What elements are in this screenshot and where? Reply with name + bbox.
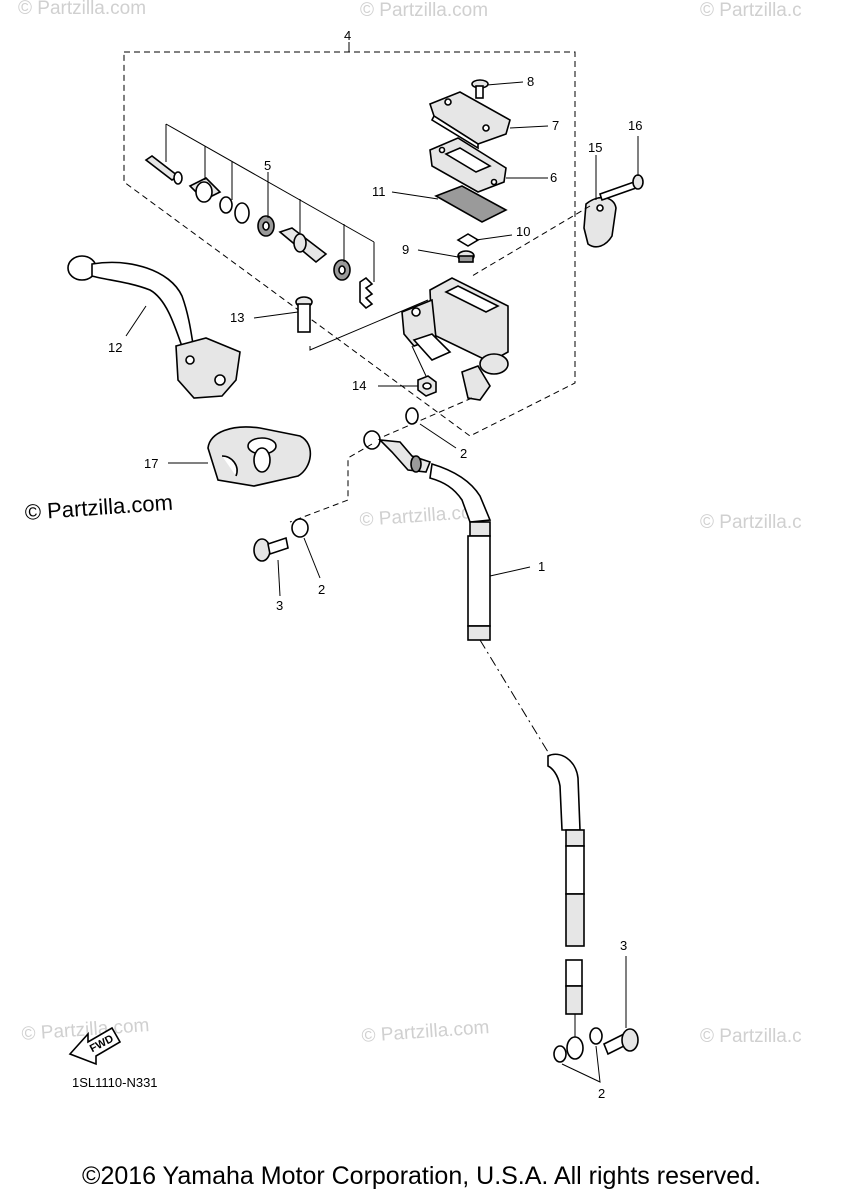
callout-10: 10	[516, 224, 530, 239]
callout-7: 7	[552, 118, 559, 133]
watermark-faint: © Partzilla.com	[361, 1017, 490, 1047]
part-piston-kit	[144, 155, 374, 310]
callout-11: 11	[372, 184, 386, 199]
callout-12: 12	[108, 340, 122, 355]
callout-5: 5	[264, 158, 271, 173]
part-lever-holder	[207, 426, 312, 487]
part-lower-union-bolt	[602, 1028, 639, 1056]
copyright-notice: ©2016 Yamaha Motor Corporation, U.S.A. A…	[82, 1162, 761, 1190]
diagram-code: 1SL1110-N331	[72, 1075, 158, 1090]
callout-3: 3	[620, 938, 627, 953]
callout-15: 15	[588, 140, 602, 155]
callout-6: 6	[550, 170, 557, 185]
part-upper-banjo	[363, 365, 491, 473]
piston-kit-bracket	[165, 123, 375, 282]
faint-watermarks: © Partzilla.com © Partzilla.com © Partzi…	[18, 0, 802, 1047]
part-lower-washers	[553, 1027, 603, 1063]
callout-1: 1	[538, 559, 545, 574]
part-reservoir-plug	[457, 250, 475, 263]
assembly-boundary	[123, 51, 576, 437]
part-union-bolt	[253, 536, 289, 562]
part-nut	[417, 375, 437, 397]
part-left-washer	[291, 518, 309, 538]
callout-3: 3	[276, 598, 283, 613]
part-diaphragm	[434, 185, 508, 223]
callout-14: 14	[352, 378, 366, 393]
callout-17: 17	[144, 456, 158, 471]
part-diaphragm-holder	[429, 137, 507, 193]
callout-2: 2	[318, 582, 325, 597]
callout-13: 13	[230, 310, 244, 325]
watermark-faint: © Partzilla.com	[360, 0, 488, 21]
watermark-faint: © Partzilla.c	[700, 1026, 802, 1047]
callout-2: 2	[598, 1086, 605, 1101]
part-clamp-cover	[583, 196, 617, 248]
callout-8: 8	[527, 74, 534, 89]
callout-2: 2	[460, 446, 467, 461]
part-float-plate	[456, 233, 480, 247]
part-brake-lever	[67, 255, 241, 399]
watermark-faint: © Partzilla.c	[700, 512, 802, 533]
part-reservoir-cap	[429, 91, 511, 150]
part-clamp-bolt	[598, 174, 644, 202]
watermark-faint: © Partzilla.com	[18, 0, 146, 19]
callout-9: 9	[402, 242, 409, 257]
callout-labels: 4 8 7 16 15 5 6 11 10 9 13 12 14 2 17 1 …	[108, 28, 642, 1101]
part-brake-hose	[429, 462, 585, 1060]
watermark-faint: © Partzilla.c	[700, 0, 802, 21]
part-master-cylinder-body	[401, 277, 509, 375]
part-upper-washer	[405, 407, 419, 425]
callout-16: 16	[628, 118, 642, 133]
callout-4: 4	[344, 28, 351, 43]
part-pivot-bolt	[295, 296, 313, 333]
part-cover-screw	[471, 79, 489, 99]
